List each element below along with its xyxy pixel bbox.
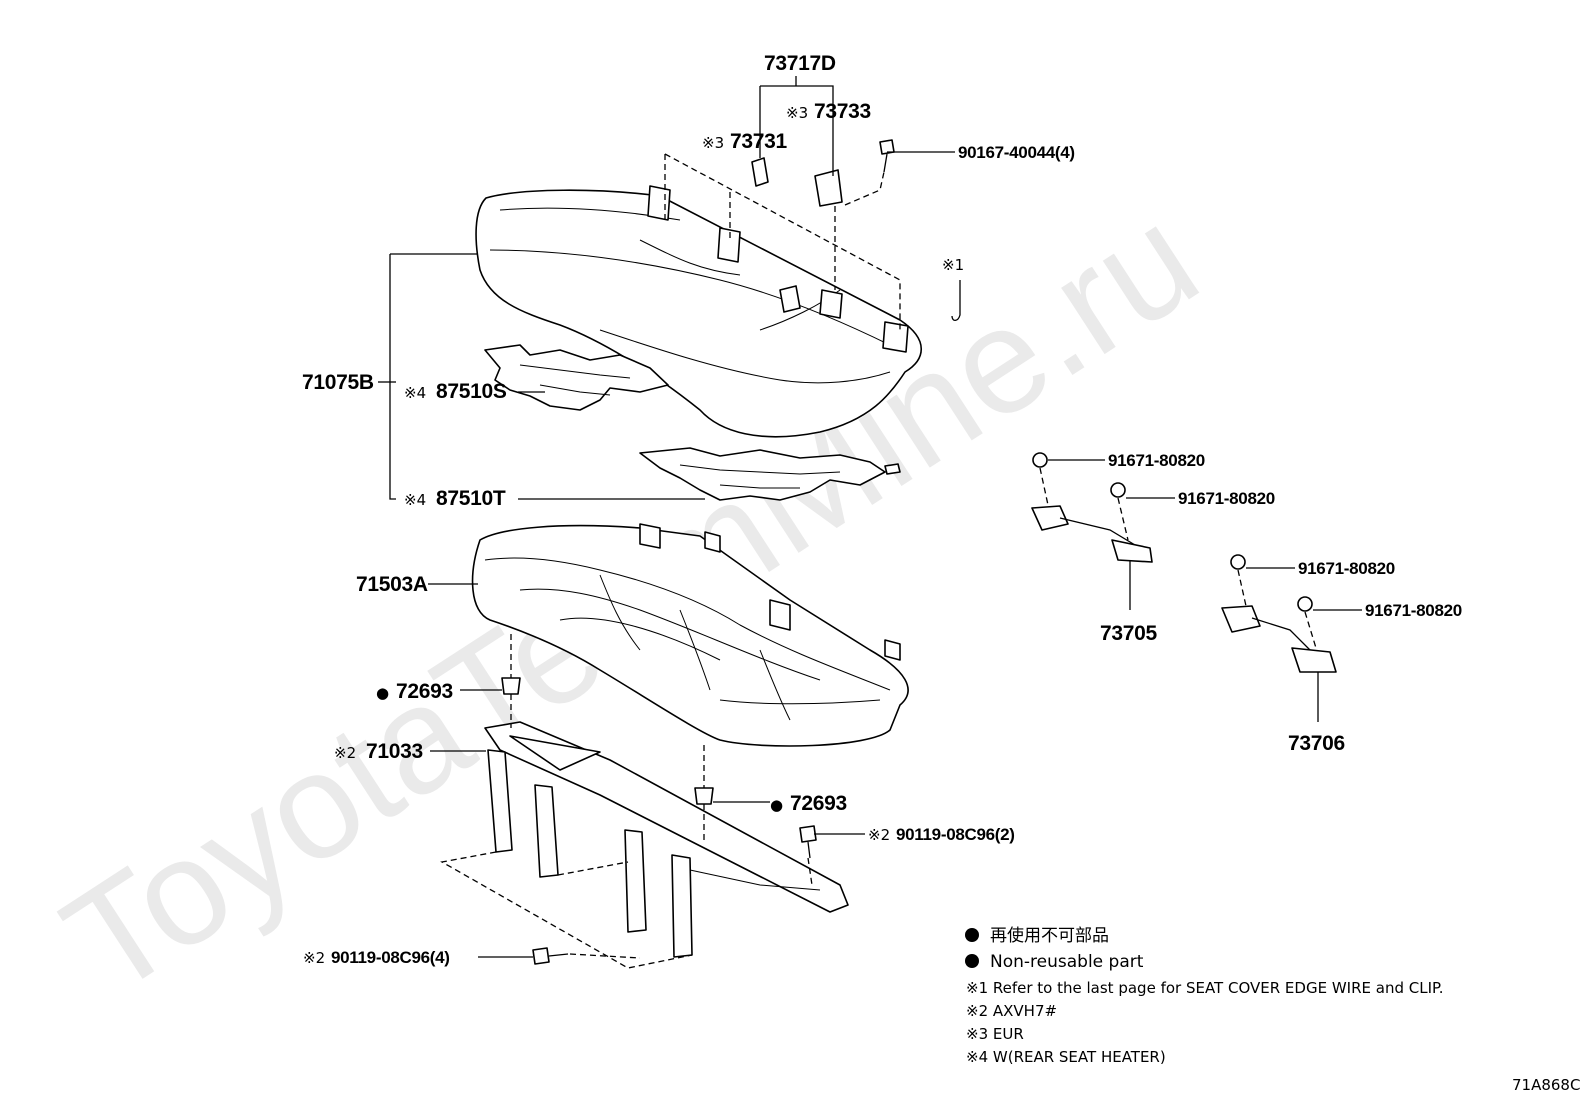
label-72693-left: 72693 <box>396 680 453 703</box>
label-73731: 73731 <box>730 130 788 153</box>
mark-4-87510T: ※4 <box>404 491 426 509</box>
mark-dot-72693-left: ● <box>376 684 389 702</box>
label-91671-80820-a: 91671-80820 <box>1108 451 1205 470</box>
heater-mat-87510S <box>484 344 669 411</box>
retainer-73733 <box>814 169 843 207</box>
label-87510S: 87510S <box>436 380 507 403</box>
label-90167-40044: 90167-40044(4) <box>958 143 1075 162</box>
legend-note-2: ※2 AXVH7# <box>966 1002 1057 1020</box>
mark-2-90119-2: ※2 <box>868 826 890 844</box>
hinge-73705 <box>1031 452 1153 563</box>
legend-dot-jp <box>965 928 979 942</box>
mark-4-87510S: ※4 <box>404 384 426 402</box>
seat-frame-part <box>484 721 849 958</box>
bolt-90119-08C96-2 <box>799 825 817 859</box>
clip-72693-left <box>501 677 521 695</box>
bolt-90167-40044 <box>879 139 895 173</box>
legend: 再使用不可部品 Non-reusable part ※1 Refer to th… <box>965 925 1443 1066</box>
legend-note-1: ※1 Refer to the last page for SEAT COVER… <box>966 979 1443 997</box>
label-90119-08C96-2: 90119-08C96(2) <box>896 825 1015 844</box>
legend-non-reusable-en: Non-reusable part <box>990 952 1144 972</box>
retainer-73731 <box>751 157 769 187</box>
seat-cover-part <box>475 185 922 438</box>
label-90119-08C96-4: 90119-08C96(4) <box>331 948 450 967</box>
label-73706: 73706 <box>1288 732 1345 755</box>
mark-1-edge-wire: ※1 <box>942 256 964 274</box>
bolt-90119-08C96-4 <box>532 947 569 965</box>
label-73717D: 73717D <box>764 52 836 75</box>
label-73733: 73733 <box>814 100 871 123</box>
legend-non-reusable-jp: 再使用不可部品 <box>990 925 1109 946</box>
clip-72693-right <box>694 787 714 805</box>
figure-code: 71A868C <box>1512 1076 1580 1094</box>
label-87510T: 87510T <box>436 487 506 510</box>
label-91671-80820-d: 91671-80820 <box>1365 601 1462 620</box>
legend-dot-en <box>965 954 979 968</box>
label-72693-right: 72693 <box>790 792 847 815</box>
label-71503A: 71503A <box>356 573 428 596</box>
label-91671-80820-c: 91671-80820 <box>1298 559 1395 578</box>
label-73705: 73705 <box>1100 622 1158 645</box>
legend-note-4: ※4 W(REAR SEAT HEATER) <box>966 1048 1166 1066</box>
hinge-73706 <box>1221 554 1337 673</box>
legend-note-3: ※3 EUR <box>966 1025 1024 1043</box>
label-91671-80820-b: 91671-80820 <box>1178 489 1275 508</box>
mark-2-71033: ※2 <box>334 744 356 762</box>
seat-cushion-pad <box>471 523 909 747</box>
mark-3-73731: ※3 <box>702 134 724 152</box>
mark-3-73733: ※3 <box>786 104 808 122</box>
mark-2-90119-4: ※2 <box>303 949 325 967</box>
label-71075B: 71075B <box>302 371 374 394</box>
mark-dot-72693-right: ● <box>770 796 783 814</box>
heater-mat-87510T <box>639 447 901 501</box>
edge-wire-clip <box>951 280 961 322</box>
label-71033: 71033 <box>366 740 423 763</box>
